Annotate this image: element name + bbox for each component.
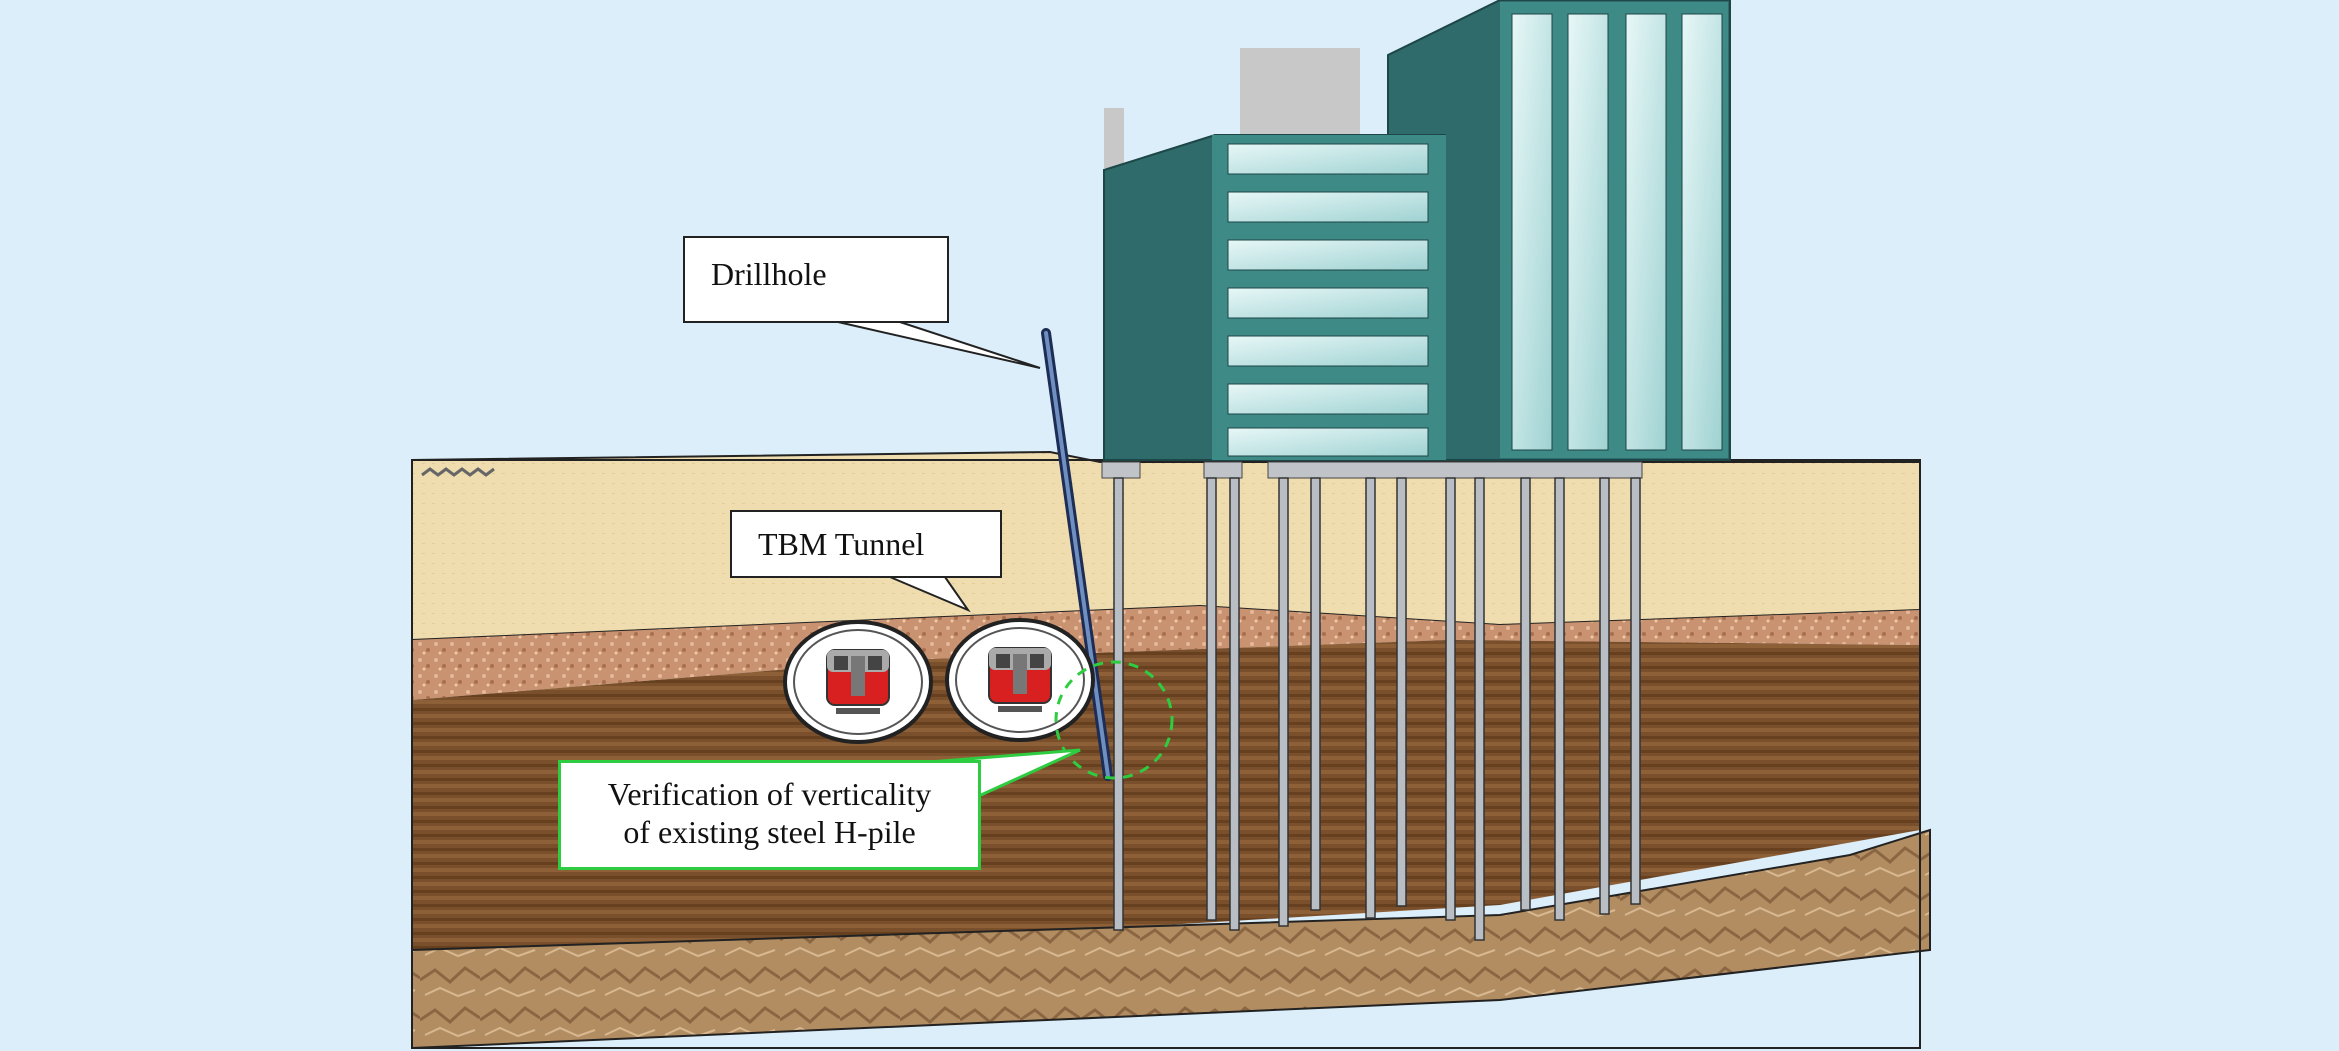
verification-label-line2: of existing steel H-pile [623, 814, 916, 850]
verification-callout: Verification of verticality of existing … [558, 760, 981, 870]
tower-window [1567, 13, 1609, 451]
verification-label-line1: Verification of verticality [607, 776, 932, 812]
tower-window [1681, 13, 1723, 451]
drillhole-callout-pointer [837, 321, 1041, 369]
steel-h-piles [1113, 477, 1641, 941]
tbm-tunnel-callout: TBM Tunnel [730, 510, 1002, 578]
tbm-tunnel-right [945, 618, 1095, 742]
drillhole-label: Drillhole [711, 256, 827, 292]
tbm-tunnel-label: TBM Tunnel [758, 526, 925, 562]
drillhole-callout: Drillhole [683, 236, 949, 323]
tower-window [1625, 13, 1667, 451]
low-building-windows [1227, 143, 1429, 457]
pile-cap [1267, 461, 1643, 479]
tbm-tunnel-left [783, 620, 933, 744]
verification-zone [1054, 660, 1174, 780]
tower-window [1511, 13, 1553, 451]
train-icon [988, 647, 1052, 712]
gravel-layer [412, 606, 1920, 700]
train-icon [826, 649, 890, 714]
chimney [1104, 108, 1124, 168]
pile-cap [1101, 461, 1141, 479]
rooftop-box [1240, 48, 1360, 138]
hatch-marker-icon [421, 467, 495, 477]
pile-cap [1203, 461, 1243, 479]
clay-layer [412, 640, 1920, 970]
